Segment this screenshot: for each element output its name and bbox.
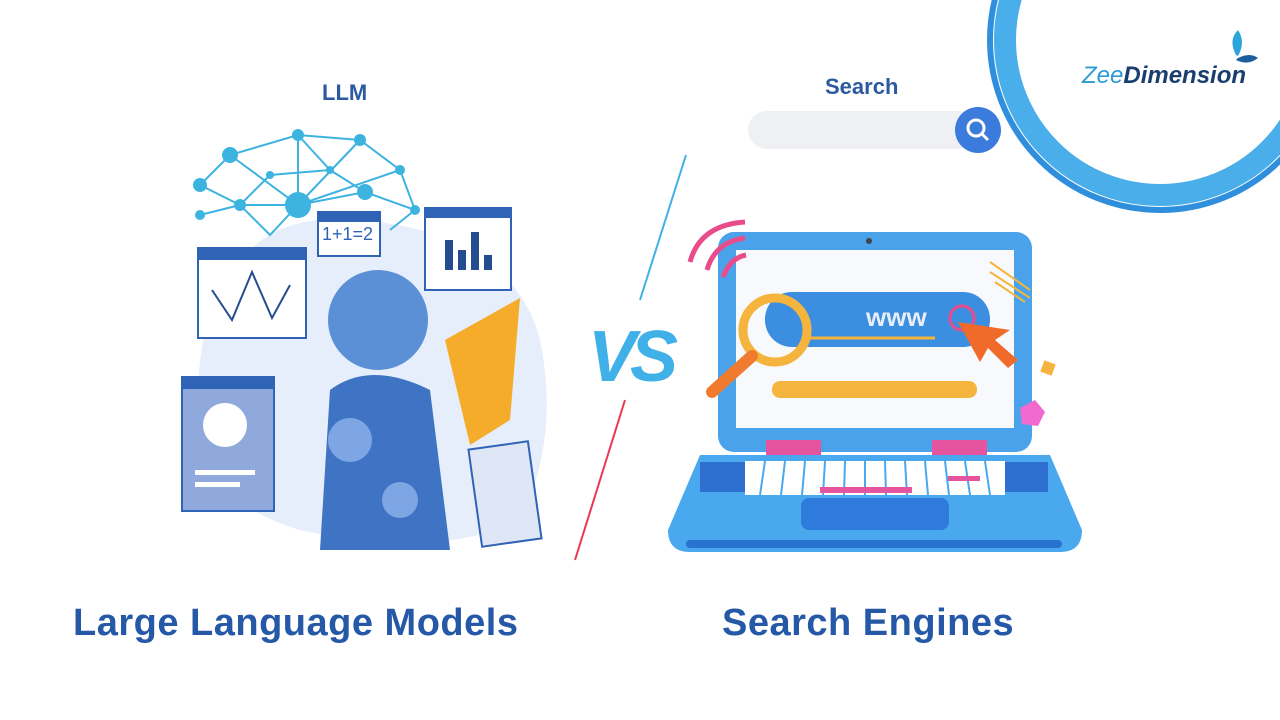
search-button[interactable]: [955, 107, 1001, 153]
magnifier-icon: [738, 293, 812, 367]
search-label: Search: [825, 74, 899, 99]
cursor-icon: [958, 322, 1018, 368]
zeedimension-logo: ZeeDimension: [1082, 62, 1247, 89]
vs-text: VS: [588, 317, 678, 397]
search-icon: [966, 118, 990, 142]
tablet-icon: [445, 298, 520, 445]
math-panel-text: 1+1=2: [322, 224, 374, 244]
robot-figure: [320, 270, 450, 550]
pie-chart-panel: [181, 376, 275, 512]
llm-title: Large Language Models: [73, 602, 519, 644]
bar-chart-panel: [424, 207, 512, 291]
wifi-icon: [687, 219, 747, 278]
www-text: www: [866, 302, 927, 332]
line-chart-panel: [197, 247, 307, 339]
search-input[interactable]: [748, 111, 978, 149]
search-engines-title: Search Engines: [722, 602, 1015, 644]
llm-label: LLM: [322, 80, 368, 105]
